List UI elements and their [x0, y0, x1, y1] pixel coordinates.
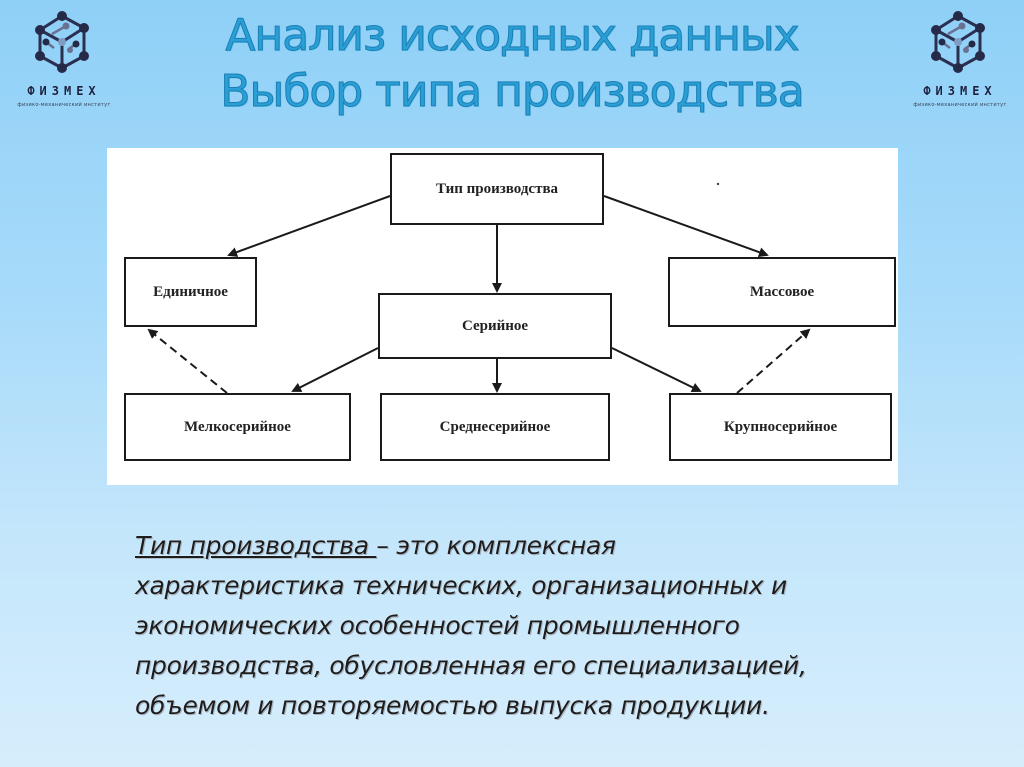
definition-term: Тип производства [135, 531, 377, 560]
definition-line-1: Тип производства – это комплексная [135, 526, 895, 566]
node-label: Серийное [461, 317, 529, 334]
edge-root-single [227, 195, 391, 257]
logo-right: ФИЗМЕХ физико-механический институт [900, 4, 1020, 114]
node-label: Мелкосерийное [184, 418, 291, 435]
node-label: Единичное [153, 283, 228, 300]
production-type-diagram: Тип производства Единичное Серийное Масс… [107, 148, 898, 485]
logo-brand: ФИЗМЕХ [923, 84, 997, 98]
node-serial: Серийное [378, 293, 612, 359]
node-label: Крупносерийное [723, 418, 838, 435]
definition-line-3: экономических особенностей промышленного [135, 611, 740, 640]
logo-subtitle: физико-механический институт [913, 102, 1007, 108]
edge-serial-small [291, 347, 379, 392]
definition-line-4: производства, обусловленная его специали… [135, 651, 807, 680]
definition-text: Тип производства – это комплексная харак… [135, 526, 895, 726]
logo-brand: ФИЗМЕХ [27, 84, 101, 98]
speck [716, 182, 720, 186]
title-line-2: Выбор типа производства [220, 66, 805, 118]
edge-serial-large [611, 347, 702, 392]
logo-left: ФИЗМЕХ физико-механический институт [4, 4, 124, 114]
definition-line-2: характеристика технических, организацион… [135, 571, 787, 600]
node-mass: Массовое [668, 257, 896, 327]
title-line-1: Анализ исходных данных [225, 10, 800, 62]
node-medium-batch: Среднесерийное [380, 393, 610, 461]
node-small-batch: Мелкосерийное [124, 393, 351, 461]
edge-root-mass [603, 195, 769, 257]
node-large-batch: Крупносерийное [669, 393, 892, 461]
slide-title: Анализ исходных данных Выбор типа произв… [0, 8, 1024, 120]
edge-large-mass-dashed [736, 328, 811, 394]
definition-line-1-rest: – это комплексная [376, 531, 616, 560]
node-label: Тип производства [435, 180, 559, 197]
edge-small-single-dashed [147, 328, 228, 394]
diagram-connectors [147, 182, 811, 394]
node-single: Единичное [124, 257, 257, 327]
molecule-cube-icon [931, 11, 985, 73]
definition-line-5: объемом и повторяемостью выпуска продукц… [135, 691, 770, 720]
logo-subtitle: физико-механический институт [17, 102, 111, 108]
node-label: Среднесерийное [439, 418, 551, 435]
molecule-cube-icon [35, 11, 89, 73]
node-label: Массовое [749, 283, 815, 300]
node-production-type: Тип производства [390, 153, 604, 225]
